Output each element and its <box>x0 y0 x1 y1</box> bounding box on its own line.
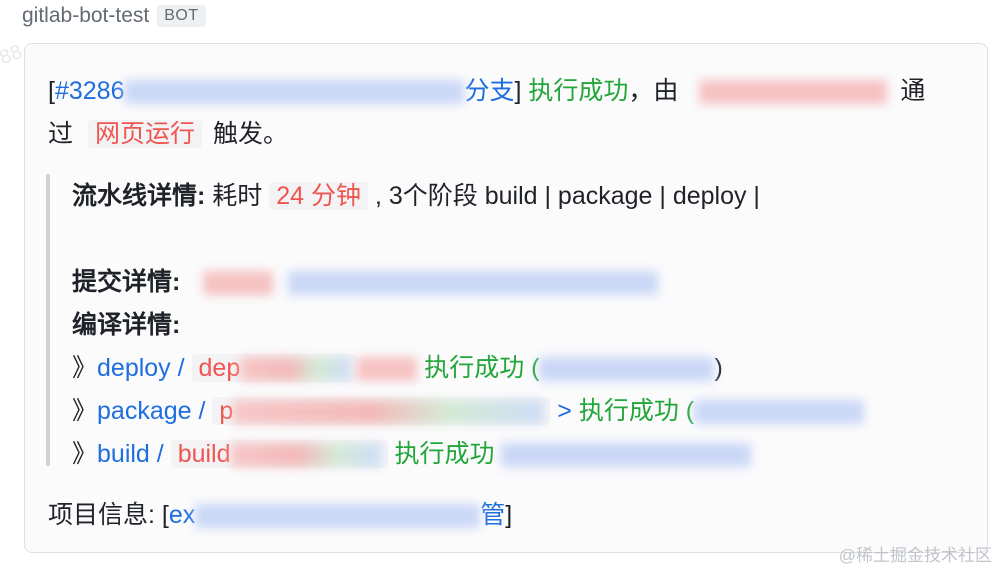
job-chip-deploy[interactable]: dep <box>191 354 358 382</box>
redacted-job-link-build[interactable] <box>501 443 752 468</box>
faint-watermark: 88 <box>0 40 26 70</box>
job-row-package: 》package / p > 执行成功 ( <box>72 393 865 429</box>
pipeline-detail-line: 流水线详情: 耗时 24 分钟 , 3个阶段 build | package |… <box>72 182 760 210</box>
job-status-deploy: 执行成功 ( <box>424 354 540 382</box>
job-status-package: 执行成功 ( <box>578 397 695 425</box>
message-line-2: 过 网页运行 触发。 <box>48 120 288 148</box>
redacted-commit-id <box>203 271 274 296</box>
job-chip-build[interactable]: build <box>170 440 388 468</box>
status-text: 执行成功 <box>528 77 629 105</box>
bot-name[interactable]: gitlab-bot-test <box>22 4 150 27</box>
redacted-commit-message[interactable] <box>288 271 659 296</box>
duration-chip: 24 分钟 <box>269 182 369 210</box>
job-chip-package[interactable]: p <box>212 397 551 425</box>
job-row-build: 》build / build 执行成功 <box>72 436 752 472</box>
job-row-deploy: 》deploy / dep 执行成功 () <box>72 354 723 382</box>
build-detail-label: 编译详情: <box>72 311 181 339</box>
trigger-source-chip: 网页运行 <box>87 120 202 148</box>
redacted-job-link-package[interactable] <box>694 400 865 425</box>
pipeline-link[interactable]: #3286 <box>54 77 125 105</box>
stage-link-deploy[interactable]: deploy / <box>97 354 185 382</box>
stage-link-package[interactable]: package / <box>97 397 206 425</box>
site-watermark: @稀土掘金技术社区 <box>838 546 992 565</box>
message-header: gitlab-bot-test BOT <box>22 2 206 30</box>
redacted-job-link-deploy[interactable] <box>539 357 715 382</box>
branch-suffix[interactable]: 分支 <box>464 77 515 105</box>
commit-detail-line: 提交详情: <box>72 264 659 300</box>
quote-bar <box>46 174 50 466</box>
redacted-user <box>699 80 888 105</box>
bot-badge: BOT <box>157 5 206 27</box>
redacted-branch <box>124 80 465 105</box>
stage-link-build[interactable]: build / <box>97 440 164 468</box>
job-status-build: 执行成功 <box>394 440 495 468</box>
